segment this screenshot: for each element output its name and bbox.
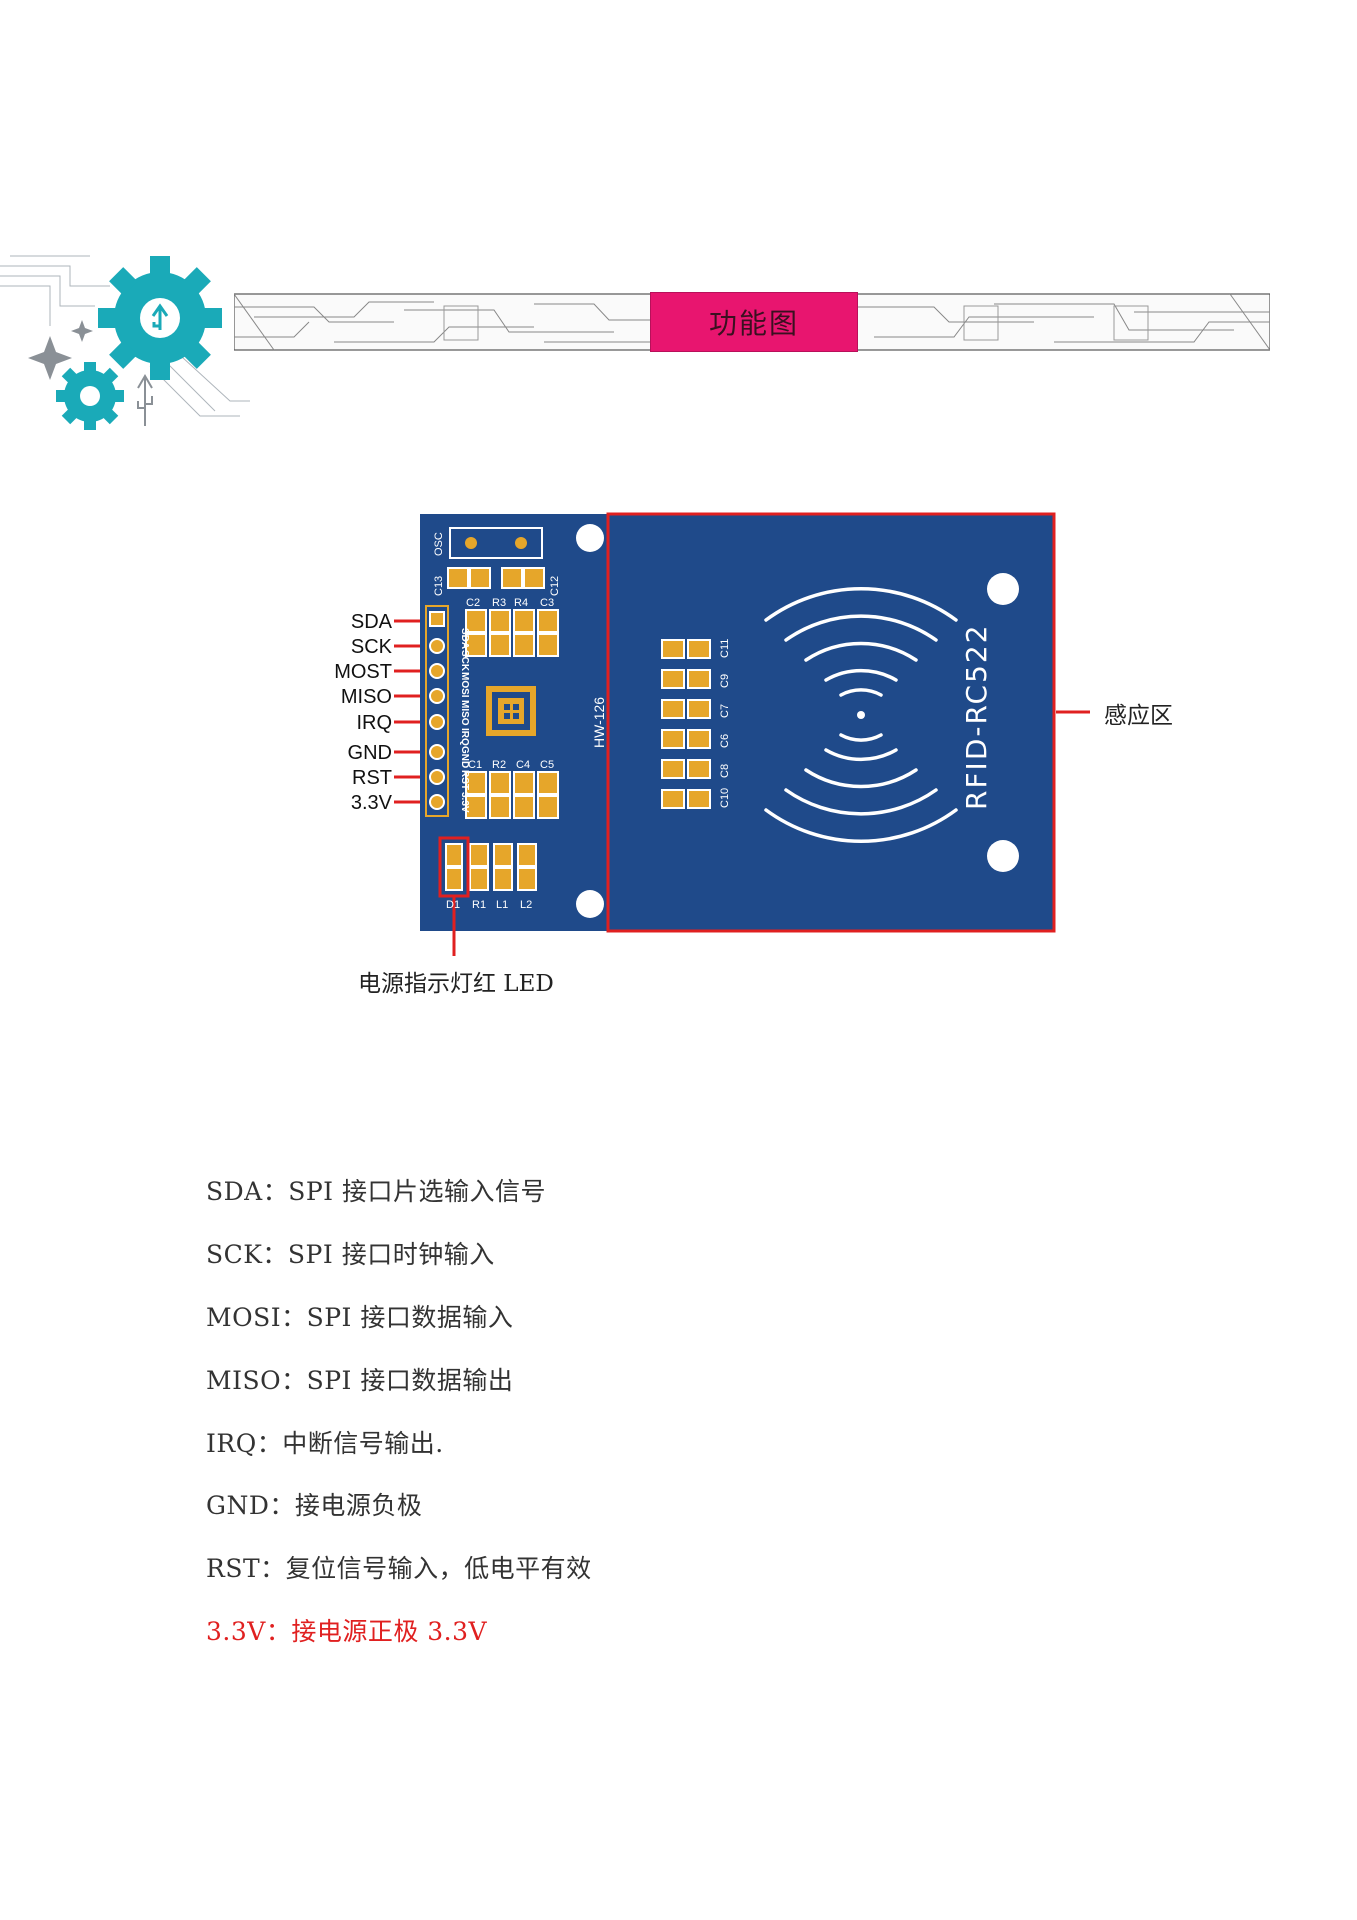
silk-label: C13 <box>433 576 445 596</box>
silk-pin-label: MOSI <box>459 672 470 698</box>
silk-label: R2 <box>492 759 506 771</box>
pin-callout-label: MISO <box>341 686 392 708</box>
pin-callout-label: SCK <box>351 636 393 658</box>
pcb-code: HW-126 <box>591 697 607 748</box>
silk-pin-label: SCK <box>459 650 470 672</box>
silk-label: R3 <box>492 597 506 609</box>
silk-label: L2 <box>520 899 532 911</box>
pin-description-sck: SCK：SPI 接口时钟输入 <box>206 1240 495 1269</box>
gear-cluster-decoration <box>0 255 250 430</box>
usb-plug-icon <box>137 374 153 426</box>
rfid-board-diagram: OSC C13 C12 C2 R3 R4 C3 C1 R2 C4 C5 D1 R… <box>326 500 1126 1020</box>
section-title: 功能图 <box>650 292 858 352</box>
silk-pin-label: 3.3V <box>459 792 470 813</box>
pin-callout-label: GND <box>348 742 392 764</box>
silk-label: C4 <box>516 759 530 771</box>
pin-description-3v3: 3.3V：接电源正极 3.3V <box>206 1617 488 1646</box>
sensing-area-highlight <box>606 512 1056 933</box>
pin-description-rst: RST：复位信号输入，低电平有效 <box>206 1554 592 1583</box>
silk-label: C6 <box>719 734 731 748</box>
silk-label: C11 <box>719 639 731 658</box>
pin-description-miso: MISO：SPI 接口数据输出 <box>206 1366 514 1395</box>
silk-label: C1 <box>468 759 482 771</box>
pin-callout-label: 3.3V <box>351 792 393 814</box>
pin-description-mosi: MOSI：SPI 接口数据输入 <box>206 1303 514 1332</box>
usb-icon <box>151 303 169 330</box>
silk-label: C7 <box>719 704 731 718</box>
pin-callout-label: MOST <box>334 661 392 683</box>
silk-label: C2 <box>466 597 480 609</box>
silk-label: C12 <box>549 576 561 596</box>
capacitor-column <box>661 639 711 809</box>
silk-pin-label: SDA <box>459 628 470 649</box>
sparkle-icon <box>28 320 93 380</box>
silk-label: C8 <box>719 764 731 778</box>
silk-label: R4 <box>514 597 528 609</box>
section-banner: 功能图 <box>234 292 1270 352</box>
silk-label: C3 <box>540 597 554 609</box>
pin-description-sda: SDA：SPI 接口片选输入信号 <box>206 1177 546 1206</box>
antenna-arcs <box>764 586 958 844</box>
small-gear-icon <box>56 362 124 430</box>
silk-label: C9 <box>719 674 731 688</box>
header-pins <box>429 611 445 810</box>
sensing-area-label: 感应区 <box>1104 703 1173 729</box>
pin-callout-label: RST <box>352 767 392 789</box>
led-label: 电源指示灯红 LED <box>358 971 554 997</box>
pin-description-irq: IRQ：中断信号输出. <box>206 1429 444 1458</box>
silk-label: D1 <box>446 899 460 911</box>
rc522-chip <box>486 686 536 736</box>
pin-callout-label: IRQ <box>356 712 392 734</box>
silk-label: R1 <box>472 899 486 911</box>
pin-description-gnd: GND：接电源负极 <box>206 1491 423 1520</box>
silk-label: C10 <box>719 788 731 808</box>
silk-pin-label: IRQ <box>459 728 470 746</box>
silk-label: L1 <box>496 899 508 911</box>
osc-label: OSC <box>433 532 445 556</box>
silk-label: C5 <box>540 759 554 771</box>
silk-pin-label: GND <box>459 746 470 768</box>
silk-pin-label: RST <box>459 770 470 790</box>
silk-pin-label: MISO <box>459 700 470 726</box>
board-model: RFID-RC522 <box>960 623 993 810</box>
large-gear-icon <box>98 256 222 380</box>
pin-callout-label: SDA <box>351 611 393 633</box>
